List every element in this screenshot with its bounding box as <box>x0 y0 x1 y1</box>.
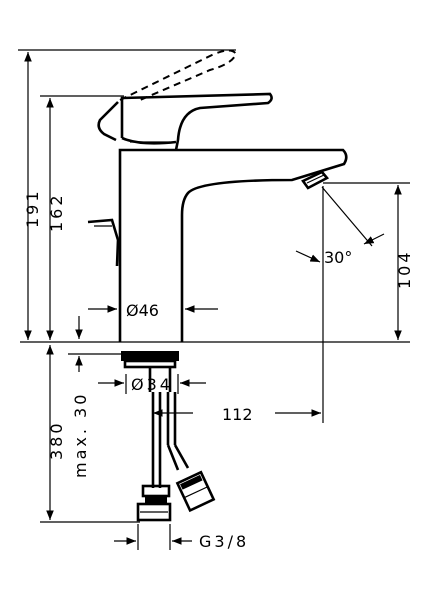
label-base-diameter: Ø46 <box>126 301 159 320</box>
dimension-104 <box>323 182 410 340</box>
label-162: 162 <box>47 192 66 232</box>
label-hose-length: 380 <box>47 420 66 460</box>
dimension-112 <box>153 186 324 423</box>
dimension-deck-hole <box>98 374 206 394</box>
dimension-max-30 <box>68 316 140 372</box>
dimension-thread <box>114 524 192 550</box>
dimension-380 <box>40 345 140 523</box>
label-max-thickness: max. 30 <box>71 392 90 478</box>
faucet-body <box>87 49 348 342</box>
dimension-191 <box>18 49 236 340</box>
dimension-162 <box>40 95 124 340</box>
label-outlet-height: 104 <box>395 249 414 289</box>
label-191: 191 <box>23 188 42 228</box>
label-reach: 112 <box>222 405 253 424</box>
mounting-parts <box>121 351 216 522</box>
label-thread: G3/8 <box>199 532 249 551</box>
label-angle: 30° <box>324 248 352 267</box>
dimension-angle <box>295 186 385 263</box>
label-deck-hole: Ø34 <box>131 375 173 394</box>
